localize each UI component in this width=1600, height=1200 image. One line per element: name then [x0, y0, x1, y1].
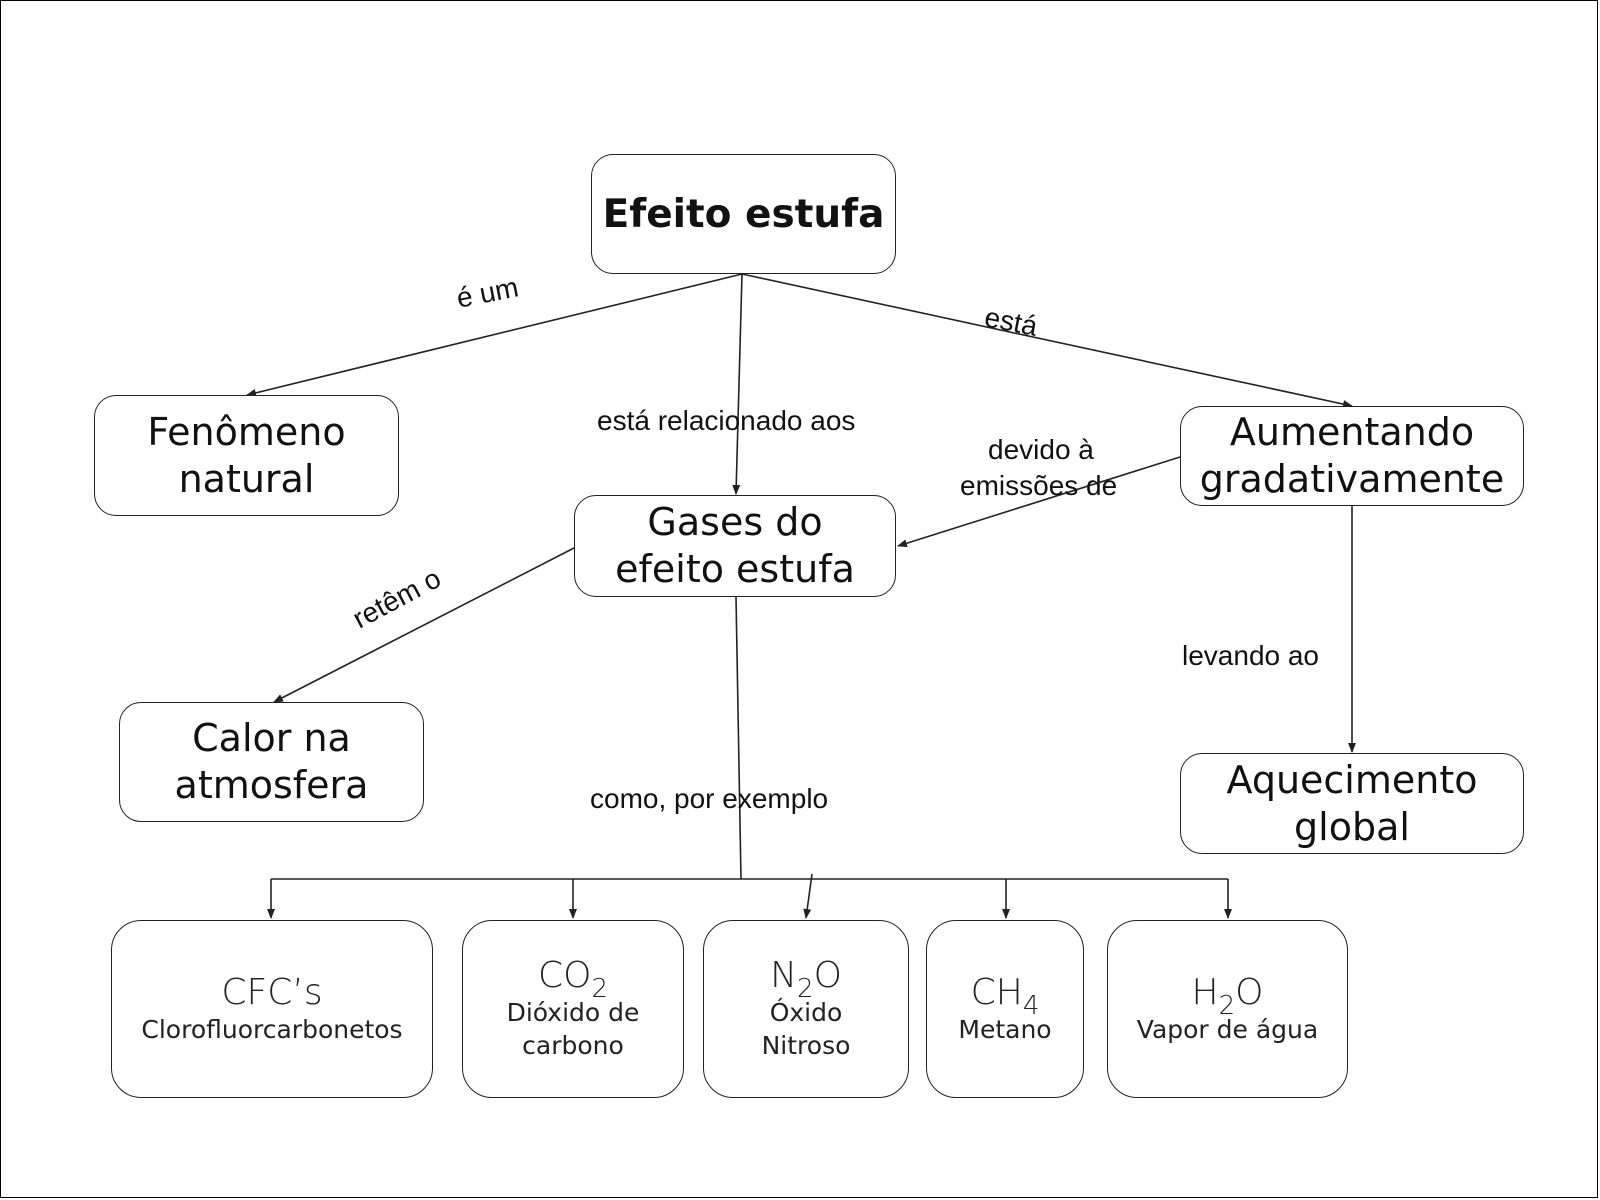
- link-root-aumentando: [741, 273, 1353, 409]
- link-root-fenomeno: [246, 273, 743, 397]
- gas-node-cfc: CFC’s Clorofluorcarbonetos: [111, 920, 433, 1098]
- node-gases-efeito-estufa: Gases do efeito estufa: [574, 495, 896, 597]
- node-gases-line-1: Gases do: [647, 500, 823, 544]
- gas-description-line-1: Óxido: [769, 998, 843, 1027]
- link-label-relacionado: está relacionado aos: [597, 405, 856, 436]
- node-calor-line-1: Calor na: [192, 716, 351, 760]
- node-aquecimento-global: Aquecimento global: [1180, 753, 1524, 854]
- link-gases-examples-trunk: [735, 596, 742, 880]
- gas-formula: CH4: [970, 971, 1040, 1021]
- gas-description: Clorofluorcarbonetos: [141, 1014, 403, 1044]
- gas-description: Metano: [958, 1014, 1052, 1044]
- link-gases-calor: [273, 547, 575, 703]
- node-gases-line-2: efeito estufa: [615, 547, 855, 591]
- node-aumentando-line-2: gradativamente: [1199, 457, 1505, 501]
- node-fenomeno-natural: Fenômeno natural: [94, 395, 399, 516]
- gas-formula: CFC’s: [221, 971, 323, 1013]
- node-aumentando-line-1: Aumentando: [1229, 410, 1475, 454]
- link-label-devido-line-1: devido à: [988, 434, 1094, 465]
- node-aumentando-gradativamente: Aumentando gradativamente: [1180, 406, 1524, 506]
- link-bus-n2o: [803, 873, 813, 919]
- gas-description-line-1: Dióxido de: [506, 998, 640, 1027]
- link-label-levando: levando ao: [1182, 640, 1320, 671]
- node-aquecimento-line-1: Aquecimento: [1226, 757, 1478, 802]
- link-label-devido-line-2: emissões de: [960, 470, 1118, 501]
- gas-description-line-2: Nitroso: [761, 1031, 851, 1060]
- gas-node-h2o: H2O Vapor de água: [1107, 920, 1348, 1098]
- gas-formula: CO2: [537, 955, 609, 1004]
- node-efeito-estufa-label: Efeito estufa: [602, 191, 885, 237]
- node-fenomeno-line-2: natural: [178, 456, 315, 501]
- node-fenomeno-line-1: Fenômeno: [147, 409, 346, 454]
- node-efeito-estufa: Efeito estufa: [591, 154, 896, 274]
- node-calor-atmosfera: Calor na atmosfera: [119, 702, 424, 822]
- node-calor-line-2: atmosfera: [174, 763, 369, 807]
- gas-node-n2o: N2O Óxido Nitroso: [703, 920, 909, 1098]
- gas-formula: H2O: [1191, 971, 1264, 1021]
- gas-node-co2: CO2 Dióxido de carbono: [462, 920, 684, 1098]
- gas-node-ch4: CH4 Metano: [926, 920, 1084, 1098]
- node-aquecimento-line-2: global: [1294, 804, 1410, 849]
- link-aumentando-gases: [897, 456, 1181, 548]
- link-root-gases: [732, 273, 743, 495]
- gas-description: Vapor de água: [1136, 1014, 1319, 1044]
- gas-description-line-2: carbono: [522, 1031, 624, 1060]
- gas-formula: N2O: [770, 955, 842, 1004]
- link-label-exemplo: como, por exemplo: [590, 783, 829, 814]
